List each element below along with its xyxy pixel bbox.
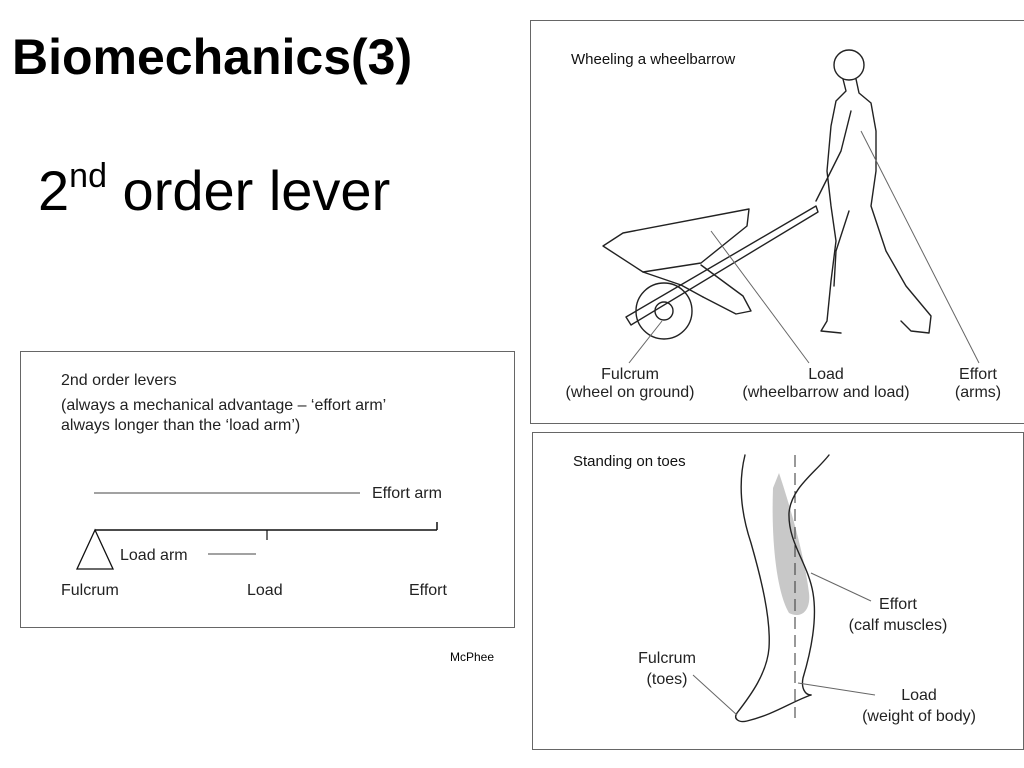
wheelbarrow-heading: Wheeling a wheelbarrow (571, 51, 735, 68)
fulcrum-leader-line (628, 320, 663, 364)
effort-arm-label: Effort arm (372, 485, 442, 502)
lever-diagram: 2nd order levers (always a mechanical ad… (61, 372, 448, 599)
wheelbarrow-effort-label: Effort (959, 366, 998, 383)
toes-load-detail: (weight of body) (862, 708, 976, 725)
wheelbarrow-effort-detail: (arms) (955, 384, 1001, 401)
lever-note-line-1: (always a mechanical advantage – ‘effort… (61, 397, 386, 414)
person-figure (815, 49, 932, 334)
toes-effort-label: Effort (879, 596, 918, 613)
wheelbarrow-drawing (602, 205, 819, 340)
load-label: Load (247, 582, 283, 599)
person-head (833, 49, 865, 81)
load-leader-line (710, 230, 810, 364)
toes-load-label: Load (901, 687, 937, 704)
standing-on-toes-illustration: Standing on toes Effort (calf muscles) F… (573, 453, 976, 725)
slide-title: Biomechanics(3) (12, 29, 413, 85)
standing-on-toes-panel: Standing on toes Effort (calf muscles) F… (532, 432, 1024, 750)
fulcrum-triangle (75, 528, 115, 570)
fulcrum-label: Fulcrum (61, 582, 119, 599)
image-credit: McPhee (450, 650, 495, 664)
wheelbarrow-panel: Wheeling a wheelbarrow Fulcrum (wheel on… (530, 20, 1024, 424)
subtitle-number: 2 (38, 159, 70, 222)
subtitle-text: order lever (106, 159, 391, 222)
lever-note-line-2: always longer than the ‘load arm’) (61, 417, 300, 434)
load-arm-label: Load arm (120, 547, 188, 564)
toes-fulcrum-label: Fulcrum (638, 650, 696, 667)
wheelbarrow-fulcrum-label: Fulcrum (601, 366, 659, 383)
toes-heading: Standing on toes (573, 453, 686, 470)
wheelbarrow-tray (602, 208, 750, 273)
effort-leader-line (860, 130, 980, 364)
slide-subtitle: 2nd order lever (38, 159, 390, 219)
wheelbarrow-leg (700, 264, 752, 315)
person-front-outline (820, 78, 847, 334)
calf-muscle-highlight (772, 473, 810, 615)
fulcrum-leader-line (692, 674, 738, 716)
lever-heading: 2nd order levers (61, 372, 177, 389)
person-inner-leg (833, 210, 850, 287)
lever-diagram-panel: 2nd order levers (always a mechanical ad… (20, 351, 515, 628)
wheelbarrow-handle (625, 205, 819, 326)
wheelbarrow-load-detail: (wheelbarrow and load) (742, 384, 909, 401)
leg-front-outline (735, 454, 812, 723)
effort-label: Effort (409, 582, 448, 599)
toes-effort-detail: (calf muscles) (849, 617, 948, 634)
person-back-outline (855, 78, 932, 334)
wheelbarrow-load-label: Load (808, 366, 844, 383)
wheelbarrow-wheel (635, 282, 693, 340)
toes-fulcrum-detail: (toes) (647, 671, 688, 688)
person-arm (815, 110, 852, 202)
wheelbarrow-illustration: Wheeling a wheelbarrow Fulcrum (wheel on… (566, 49, 1001, 401)
load-leader-line (797, 682, 876, 696)
subtitle-ordinal-suffix: nd (69, 157, 107, 195)
effort-leader-line (810, 572, 872, 602)
wheelbarrow-fulcrum-detail: (wheel on ground) (566, 384, 695, 401)
